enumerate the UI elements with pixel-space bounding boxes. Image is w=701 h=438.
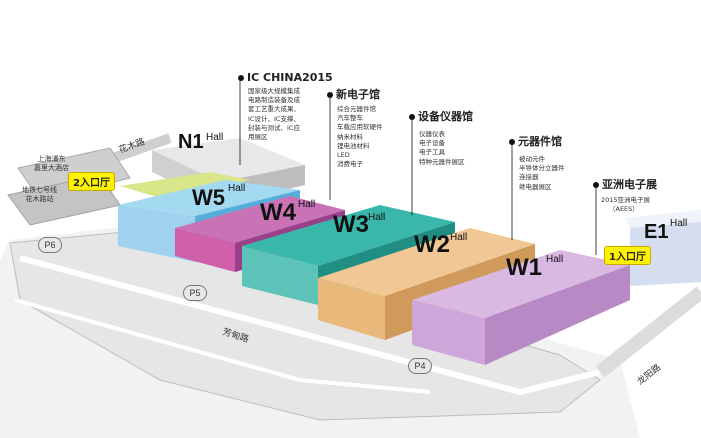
callout-asia-expo-line: （AEES） xyxy=(609,205,639,214)
callout-new-electronics-line: 消费电子 xyxy=(337,160,363,169)
hall-n1-name: N1 xyxy=(178,131,204,153)
callout-components-line: 被动元件 xyxy=(519,155,545,163)
entrance-2-badge[interactable]: 2入口厅 xyxy=(68,172,115,191)
callout-new-electronics-line: 综合元器件馆 xyxy=(337,105,376,113)
callout-components-line: 继电器展区 xyxy=(519,182,552,191)
hall-w5-name: W5 xyxy=(192,185,225,210)
callout-ic-china-line: 套工艺重大成果、 xyxy=(248,105,300,114)
landmark-metro-line: 地铁七号线 xyxy=(22,186,57,194)
hall-w3-suffix: Hall xyxy=(368,212,385,223)
callout-ic-china: IC CHINA2015 国家级大规模集成 电路制造装备及成 套工艺重大成果、 … xyxy=(238,71,333,142)
hall-w3-name: W3 xyxy=(333,211,369,238)
callout-asia-expo-title: 亚洲电子展 xyxy=(602,178,657,191)
landmark-hotel-line: 上海浦东 xyxy=(37,155,66,163)
entrance-1-badge[interactable]: 1入口厅 xyxy=(604,246,651,265)
callout-equipment-line: 仪器仪表 xyxy=(419,130,445,138)
callout-components-line: 半导体分立器件 xyxy=(519,164,565,173)
callout-new-electronics: 新电子馆 综合元器件馆 汽车整车 车载应用软硬件 纳米材料 锂电池材料 LED … xyxy=(327,86,383,169)
callout-lines xyxy=(239,78,597,255)
callout-components-line: 连接器 xyxy=(519,173,539,182)
landmark-metro: 地铁七号线 花木路站 xyxy=(22,186,57,204)
callout-new-electronics-line: 锂电池材料 xyxy=(337,141,370,150)
callout-components: 元器件馆 被动元件 半导体分立器件 连接器 继电器展区 xyxy=(509,133,565,192)
hall-w1-block[interactable] xyxy=(412,250,630,365)
callout-ic-china-line: 用展区 xyxy=(248,133,268,142)
hall-w2-name: W2 xyxy=(414,231,450,258)
callout-dot-icon xyxy=(327,92,333,98)
callout-ic-china-line: 电路制造装备及成 xyxy=(248,96,300,105)
hall-w2-suffix: Hall xyxy=(450,232,467,243)
callout-new-electronics-line: LED xyxy=(337,151,350,160)
road-longyang xyxy=(595,286,701,378)
road-longyang-label: 龙阳路 xyxy=(634,361,663,387)
hall-e1-block[interactable] xyxy=(625,210,701,286)
callout-equipment: 设备仪器馆 仪器仪表 电子设备 电子工具 特种元器件展区 xyxy=(409,108,473,167)
hall-w1-suffix: Hall xyxy=(546,254,563,265)
callout-dot-icon xyxy=(593,182,599,188)
callout-ic-china-line: 国家级大规模集成 xyxy=(248,87,300,95)
callout-dot-icon xyxy=(509,139,515,145)
callout-components-title: 元器件馆 xyxy=(518,135,562,148)
callout-new-electronics-title: 新电子馆 xyxy=(336,88,380,101)
hall-w5-annex[interactable] xyxy=(120,172,250,198)
callout-equipment-line: 电子工具 xyxy=(419,148,445,157)
hall-e1-suffix: Hall xyxy=(670,218,687,229)
callout-ic-china-line: IC设计、IC支撑、 xyxy=(248,114,300,123)
hall-w4-name: W4 xyxy=(260,199,297,226)
landmark-metro-line: 花木路站 xyxy=(25,195,54,203)
landmark-hotel: 上海浦东 嘉里大酒店 xyxy=(34,155,69,173)
hall-w5-suffix: Hall xyxy=(228,183,245,194)
callout-asia-expo: 亚洲电子展 2015亚洲电子展 （AEES） xyxy=(593,176,657,214)
callout-dot-icon xyxy=(238,75,244,81)
callout-equipment-line: 特种元器件展区 xyxy=(419,157,465,166)
callout-new-electronics-line: 车载应用软硬件 xyxy=(337,123,383,132)
callout-ic-china-title: IC CHINA2015 xyxy=(247,71,333,84)
parking-p5[interactable]: P5 xyxy=(183,285,207,301)
parking-p6[interactable]: P6 xyxy=(38,237,62,253)
callout-new-electronics-line: 纳米材料 xyxy=(337,132,363,141)
hall-w1-name: W1 xyxy=(506,254,542,281)
road-huamu xyxy=(106,133,172,165)
parking-p4[interactable]: P4 xyxy=(408,358,432,374)
callout-ic-china-line: 封装与测试、IC应 xyxy=(248,123,300,132)
callout-equipment-title: 设备仪器馆 xyxy=(418,110,473,123)
callout-asia-expo-line: 2015亚洲电子展 xyxy=(601,196,651,204)
road-fangdian xyxy=(19,255,601,396)
callout-dot-icon xyxy=(409,114,415,120)
callout-equipment-line: 电子设备 xyxy=(419,139,445,148)
hall-n1-suffix: Hall xyxy=(206,132,223,143)
landmark-hotel-line: 嘉里大酒店 xyxy=(34,164,69,172)
callout-new-electronics-line: 汽车整车 xyxy=(337,114,363,123)
hall-w4-suffix: Hall xyxy=(298,199,315,210)
hall-e1-name: E1 xyxy=(644,221,668,243)
road-inner xyxy=(14,298,431,394)
